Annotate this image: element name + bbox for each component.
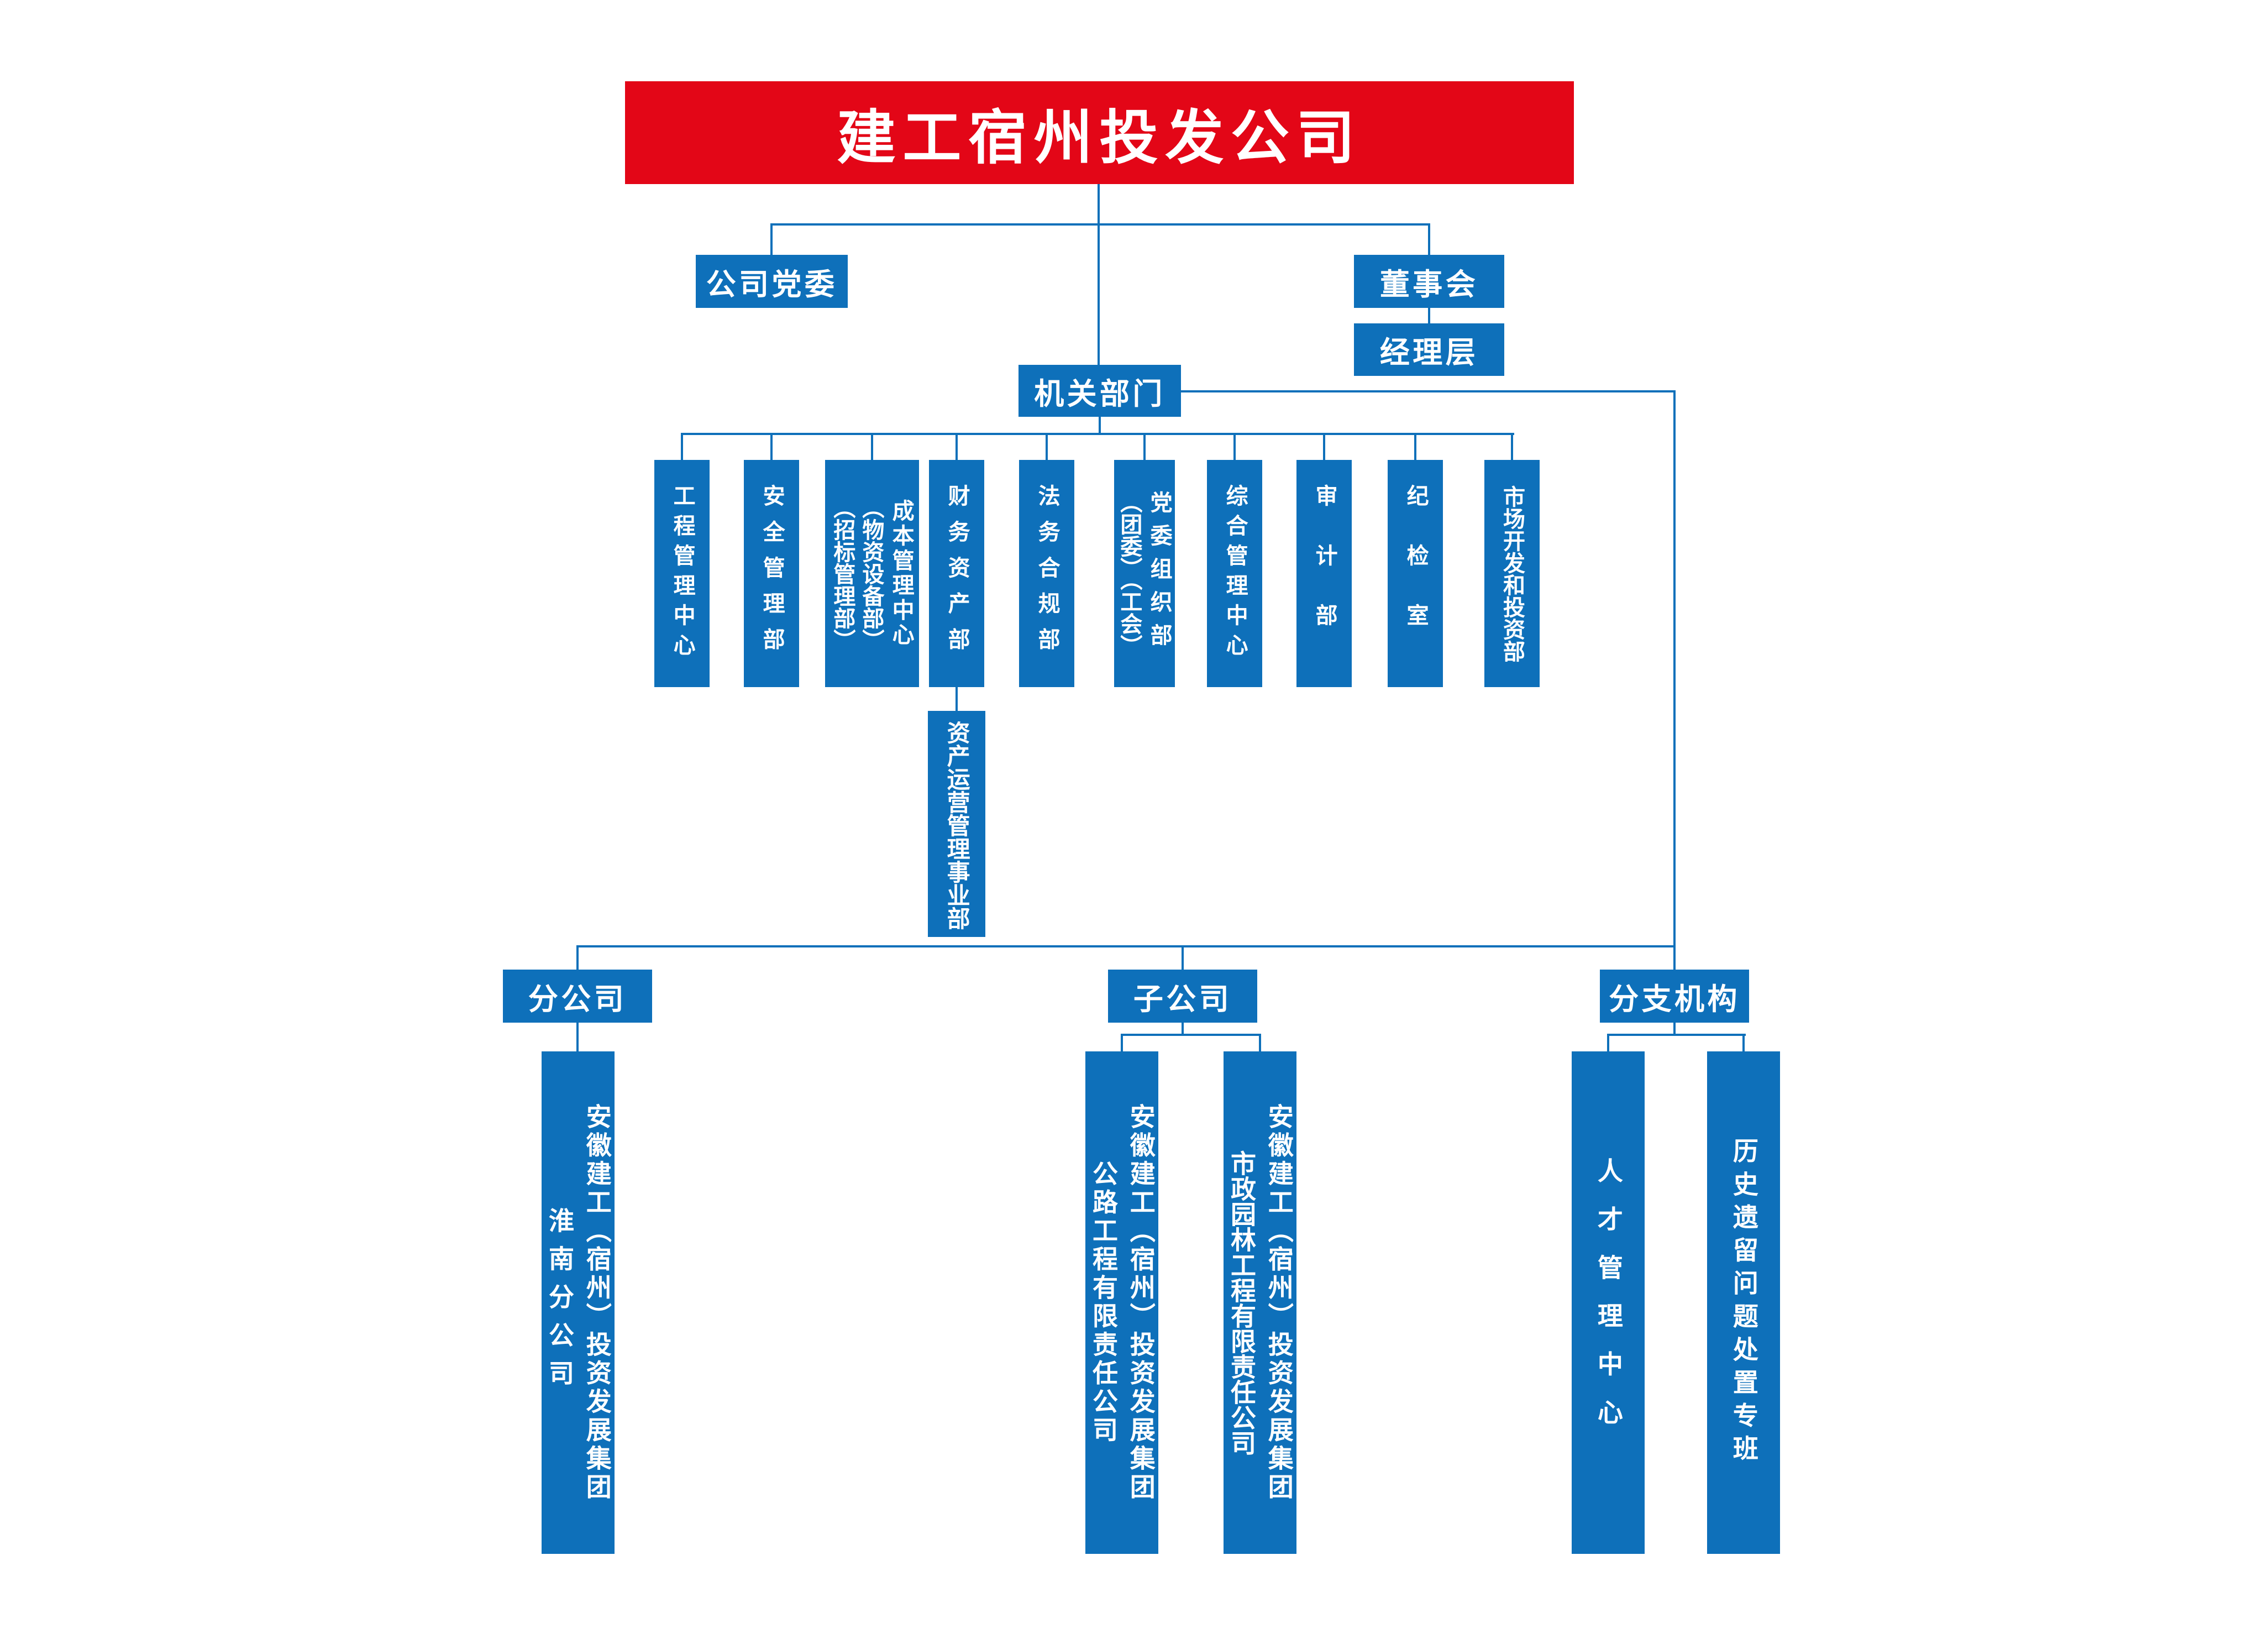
org-node-party-committee: 公司党委 bbox=[696, 255, 848, 308]
dept-legal-compliance: 法务合规部 bbox=[1019, 460, 1074, 687]
connector-branchorgs-down bbox=[1673, 1020, 1676, 1036]
connector-subsidiaries-drop bbox=[1182, 945, 1184, 970]
dept-label: 纪检室 bbox=[1403, 484, 1428, 663]
dept-label: 综合管理中心 bbox=[1222, 484, 1247, 663]
org-node-branch-company-header: 分公司 bbox=[503, 970, 652, 1023]
dept-audit: 审计部 bbox=[1296, 460, 1352, 687]
management-label: 经理层 bbox=[1379, 336, 1479, 369]
connector-right-long-drop bbox=[1673, 390, 1676, 970]
organs-label: 机关部门 bbox=[1034, 377, 1166, 411]
org-node-talent-management-center: 人才管理中心 bbox=[1572, 1051, 1645, 1554]
dept-label-sub: （物资设备部） bbox=[859, 496, 884, 651]
company-label-sub: 淮南分公司 bbox=[545, 1207, 574, 1398]
org-node-legacy-issues-taskforce: 历史遗留问题处置专班 bbox=[1707, 1051, 1780, 1554]
connector-subsidiary1-drop bbox=[1121, 1034, 1123, 1051]
root-title: 建工宿州投发公司 bbox=[837, 106, 1362, 171]
connector-department-bus bbox=[681, 433, 1514, 435]
connector-dept-drop bbox=[1233, 433, 1236, 462]
dept-discipline-inspection: 纪检室 bbox=[1388, 460, 1443, 687]
company-label: 人才管理中心 bbox=[1594, 1158, 1623, 1448]
dept-cost-management-center: 成本管理中心 （物资设备部） （招标管理部） bbox=[825, 460, 919, 687]
connector-dept-drop bbox=[1143, 433, 1146, 462]
org-node-root: 建工宿州投发公司 bbox=[625, 81, 1574, 184]
connector-branchorg2-drop bbox=[1742, 1034, 1745, 1051]
org-node-subsidiaries-header: 子公司 bbox=[1108, 970, 1257, 1023]
connector-dept-drop bbox=[1511, 433, 1513, 462]
connector-board-management bbox=[1428, 306, 1430, 323]
org-node-asset-operations: 资产运营管理事业部 bbox=[928, 711, 985, 937]
dept-finance-assets: 财务资产部 bbox=[929, 460, 984, 687]
dept-label: 法务合规部 bbox=[1035, 484, 1059, 663]
company-label: 安徽建工（宿州）投资发展集团 bbox=[1264, 1103, 1294, 1502]
company-huainan-branch: 安徽建工（宿州）投资发展集团 淮南分公司 bbox=[542, 1051, 615, 1554]
connector-dept-drop bbox=[1323, 433, 1325, 462]
connector-dept-drop bbox=[770, 433, 773, 462]
dept-label: 市场开发和投资部 bbox=[1500, 485, 1524, 662]
dept-market-development-investment: 市场开发和投资部 bbox=[1484, 460, 1540, 687]
connector-dept-drop bbox=[871, 433, 873, 462]
connector-party-drop bbox=[770, 223, 773, 255]
dept-label: 成本管理中心 bbox=[889, 499, 914, 648]
company-highway-engineering: 安徽建工（宿州）投资发展集团 公路工程有限责任公司 bbox=[1085, 1051, 1158, 1554]
company-label-sub: 市政园林工程有限责任公司 bbox=[1227, 1150, 1256, 1455]
org-node-branch-orgs-header: 分支机构 bbox=[1600, 970, 1749, 1023]
company-label: 安徽建工（宿州）投资发展集团 bbox=[1126, 1103, 1156, 1502]
company-label-sub: 公路工程有限责任公司 bbox=[1089, 1160, 1118, 1446]
board-label: 董事会 bbox=[1379, 268, 1479, 301]
connector-branchorg1-drop bbox=[1607, 1034, 1609, 1051]
connector-subsidiaries-bar bbox=[1121, 1034, 1261, 1036]
company-municipal-garden-engineering: 安徽建工（宿州）投资发展集团 市政园林工程有限责任公司 bbox=[1224, 1051, 1296, 1554]
dept-label: 工程管理中心 bbox=[670, 484, 695, 663]
asset-operations-label: 资产运营管理事业部 bbox=[944, 721, 970, 930]
dept-label-sub: （招标管理部） bbox=[830, 496, 855, 651]
connector-dept-drop bbox=[1046, 433, 1048, 462]
company-label: 历史遗留问题处置专班 bbox=[1729, 1137, 1758, 1468]
dept-label: 审计部 bbox=[1312, 484, 1337, 663]
connector-organs-down bbox=[1099, 416, 1101, 435]
org-node-management-layer: 经理层 bbox=[1354, 323, 1504, 376]
connector-branchco-pillar bbox=[576, 1020, 579, 1051]
connector-lower-bus bbox=[576, 945, 1676, 947]
org-node-organs: 机关部门 bbox=[1019, 365, 1181, 417]
connector-dept-drop bbox=[956, 433, 958, 462]
connector-dept-drop bbox=[681, 433, 683, 462]
connector-root-down bbox=[1098, 184, 1100, 366]
connector-branchorgs-bar bbox=[1607, 1034, 1746, 1036]
org-node-board-of-directors: 董事会 bbox=[1354, 255, 1504, 308]
dept-label-sub: （团委）（工会） bbox=[1117, 490, 1142, 657]
dept-label: 安全管理部 bbox=[759, 484, 784, 663]
dept-label: 财务资产部 bbox=[944, 484, 969, 663]
connector-dept-drop bbox=[1414, 433, 1416, 462]
dept-engineering-management-center: 工程管理中心 bbox=[654, 460, 710, 687]
dept-party-organization: 党委组织部 （团委）（工会） bbox=[1114, 460, 1175, 687]
dept-general-management-center: 综合管理中心 bbox=[1207, 460, 1262, 687]
connector-board-drop bbox=[1428, 223, 1430, 255]
connector-governance-bar bbox=[770, 223, 1430, 226]
company-label: 安徽建工（宿州）投资发展集团 bbox=[582, 1103, 612, 1502]
connector-finance-assetops bbox=[956, 686, 958, 711]
connector-branchco-drop bbox=[576, 945, 579, 970]
connector-subsidiaries-down bbox=[1182, 1020, 1184, 1036]
branch-company-label: 分公司 bbox=[528, 982, 627, 1016]
dept-safety-management: 安全管理部 bbox=[744, 460, 799, 687]
connector-organs-right-arm bbox=[1180, 390, 1676, 392]
party-committee-label: 公司党委 bbox=[706, 268, 838, 301]
connector-subsidiary2-drop bbox=[1259, 1034, 1261, 1051]
branch-orgs-label: 分支机构 bbox=[1609, 982, 1740, 1016]
subsidiaries-label: 子公司 bbox=[1133, 982, 1232, 1016]
dept-label: 党委组织部 bbox=[1147, 490, 1172, 657]
